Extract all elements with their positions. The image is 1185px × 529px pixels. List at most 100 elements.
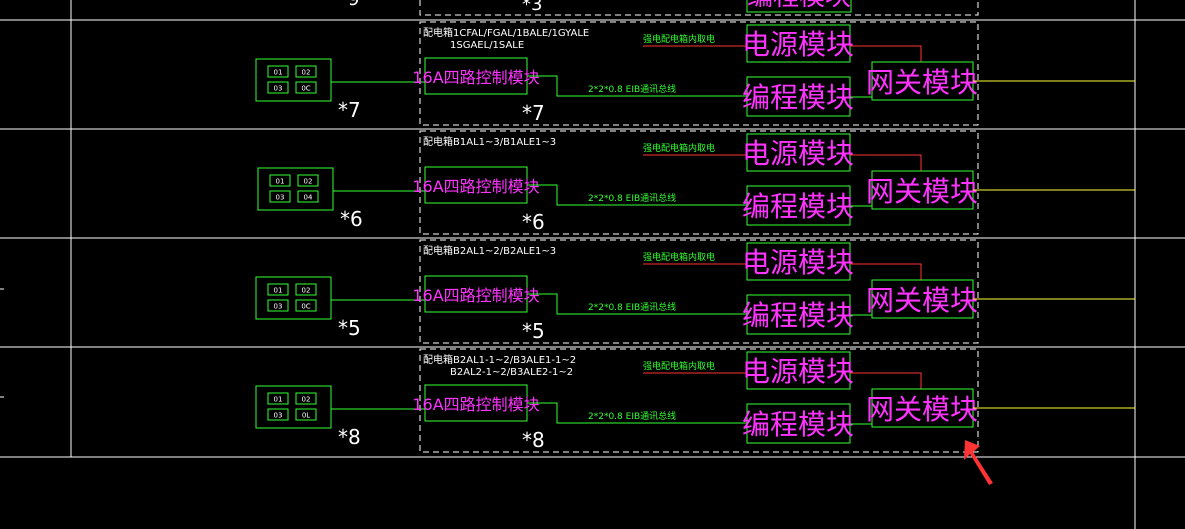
top-left-label: 9 bbox=[348, 0, 359, 10]
bus-label: 2*2*0.8 EIB通讯总线 bbox=[588, 301, 676, 313]
panel-key-label: 03 bbox=[276, 194, 285, 202]
switch-panel bbox=[255, 276, 332, 320]
panel-key bbox=[267, 65, 289, 78]
power-module-label: 电源模块 bbox=[742, 246, 854, 279]
panel-key bbox=[295, 408, 317, 421]
bus-label: 2*2*0.8 EIB通讯总线 bbox=[588, 192, 676, 204]
panel-key-label: 0C bbox=[301, 303, 310, 311]
panel-key bbox=[295, 65, 317, 78]
gateway-module-label: 网关模块 bbox=[866, 175, 978, 208]
switch-panel bbox=[255, 58, 332, 102]
distribution-box-outline bbox=[419, 348, 979, 453]
control-module-label: 16A四路控制模块 bbox=[412, 286, 539, 305]
panel-key-label: 01 bbox=[274, 69, 283, 77]
power-module-box bbox=[746, 242, 851, 281]
inner-label: *7 bbox=[522, 101, 545, 125]
distribution-box-outline bbox=[419, 21, 979, 126]
gateway-power-line bbox=[850, 45, 922, 62]
eib-bus-line bbox=[527, 184, 747, 206]
panel-key-label: 02 bbox=[304, 178, 313, 186]
box-title-line: 配电箱1CFAL/FGAL/1BALE/1GYALE bbox=[423, 26, 589, 39]
box-title-line: 配电箱B2AL1~2/B2ALE1~3 bbox=[423, 244, 556, 257]
panel-label: *8 bbox=[338, 425, 361, 449]
panel-key bbox=[295, 81, 317, 94]
panel-label: *6 bbox=[340, 207, 363, 231]
panel-key-label: 03 bbox=[274, 85, 283, 93]
control-module-label: 16A四路控制模块 bbox=[412, 395, 539, 414]
panel-key bbox=[269, 190, 291, 203]
bus-label: 2*2*0.8 EIB通讯总线 bbox=[588, 410, 676, 422]
power-module-box bbox=[746, 24, 851, 63]
top-module-label: 编程模块 bbox=[747, 0, 851, 12]
panel-key bbox=[297, 174, 319, 187]
bus-label: 2*2*0.8 EIB通讯总线 bbox=[588, 83, 676, 95]
panel-key bbox=[267, 392, 289, 405]
panel-key bbox=[267, 81, 289, 94]
power-module-label: 电源模块 bbox=[742, 355, 854, 388]
box-title-line: 配电箱B2AL1-1~2/B3ALE1-1~2 bbox=[423, 353, 576, 366]
panel-key bbox=[267, 299, 289, 312]
panel-label: *5 bbox=[338, 316, 361, 340]
distribution-box-outline bbox=[419, 239, 979, 344]
panel-key-label: 02 bbox=[302, 287, 311, 295]
switch-panel bbox=[255, 385, 332, 429]
eib-bus-line bbox=[527, 402, 747, 424]
gateway-power-line bbox=[850, 154, 922, 171]
power-note: 强电配电箱内取电 bbox=[643, 142, 715, 154]
panel-key-label: 0L bbox=[302, 412, 310, 420]
panel-key bbox=[269, 174, 291, 187]
gateway-power-line bbox=[850, 263, 922, 280]
panel-key-label: 01 bbox=[274, 287, 283, 295]
panel-label: *7 bbox=[338, 98, 361, 122]
panel-key-label: 03 bbox=[274, 303, 283, 311]
panel-key-label: 03 bbox=[274, 412, 283, 420]
panel-key-label: 02 bbox=[302, 69, 311, 77]
gateway-module-label: 网关模块 bbox=[866, 66, 978, 99]
panel-key-label: 0C bbox=[301, 85, 310, 93]
panel-key-label: 04 bbox=[304, 194, 313, 202]
gateway-module-label: 网关模块 bbox=[866, 393, 978, 426]
power-module-label: 电源模块 bbox=[742, 137, 854, 170]
top-right-label: *3 bbox=[522, 0, 542, 15]
panel-key-label: 01 bbox=[276, 178, 285, 186]
panel-key bbox=[267, 283, 289, 296]
panel-key bbox=[295, 283, 317, 296]
program-module-label: 编程模块 bbox=[742, 299, 854, 332]
power-module-label: 电源模块 bbox=[742, 28, 854, 61]
panel-key bbox=[295, 392, 317, 405]
control-module-label: 16A四路控制模块 bbox=[412, 68, 539, 87]
power-module-box bbox=[746, 351, 851, 390]
gateway-power-line bbox=[850, 372, 922, 389]
panel-key-label: 02 bbox=[302, 396, 311, 404]
inner-label: *6 bbox=[522, 210, 545, 234]
switch-panel bbox=[257, 167, 334, 211]
row-3: 配电箱B2AL1~2/B2ALE1~3 01 02 03 0C *5 16A四路控制模块 *5… bbox=[255, 239, 1135, 344]
eib-bus-line bbox=[527, 75, 747, 97]
top-partial-row: 编程模块 9 *3 bbox=[348, 0, 979, 16]
panel-key bbox=[295, 299, 317, 312]
distribution-box-outline bbox=[419, 130, 979, 235]
program-module-label: 编程模块 bbox=[742, 408, 854, 441]
program-module-label: 编程模块 bbox=[742, 81, 854, 114]
panel-key bbox=[267, 408, 289, 421]
box-title-line: 配电箱B1AL1~3/B1ALE1~3 bbox=[423, 135, 556, 148]
cursor-arrow-icon bbox=[964, 440, 993, 485]
power-note: 强电配电箱内取电 bbox=[643, 33, 715, 45]
power-note: 强电配电箱内取电 bbox=[643, 360, 715, 372]
inner-label: *5 bbox=[522, 319, 545, 343]
panel-key-label: 01 bbox=[274, 396, 283, 404]
panel-key bbox=[297, 190, 319, 203]
row-4: 配电箱B2AL1-1~2/B3ALE1-1~2B2AL2-1~2/B3ALE2-… bbox=[255, 348, 1135, 453]
inner-label: *8 bbox=[522, 428, 545, 452]
power-note: 强电配电箱内取电 bbox=[643, 251, 715, 263]
gateway-module-label: 网关模块 bbox=[866, 284, 978, 317]
control-module-label: 16A四路控制模块 bbox=[412, 177, 539, 196]
box-title-line: B2AL2-1~2/B3ALE2-1~2 bbox=[450, 367, 573, 378]
eib-bus-line bbox=[527, 293, 747, 315]
box-title-line: 1SGAEL/1SALE bbox=[450, 40, 524, 51]
power-module-box bbox=[746, 133, 851, 172]
program-module-label: 编程模块 bbox=[742, 190, 854, 223]
